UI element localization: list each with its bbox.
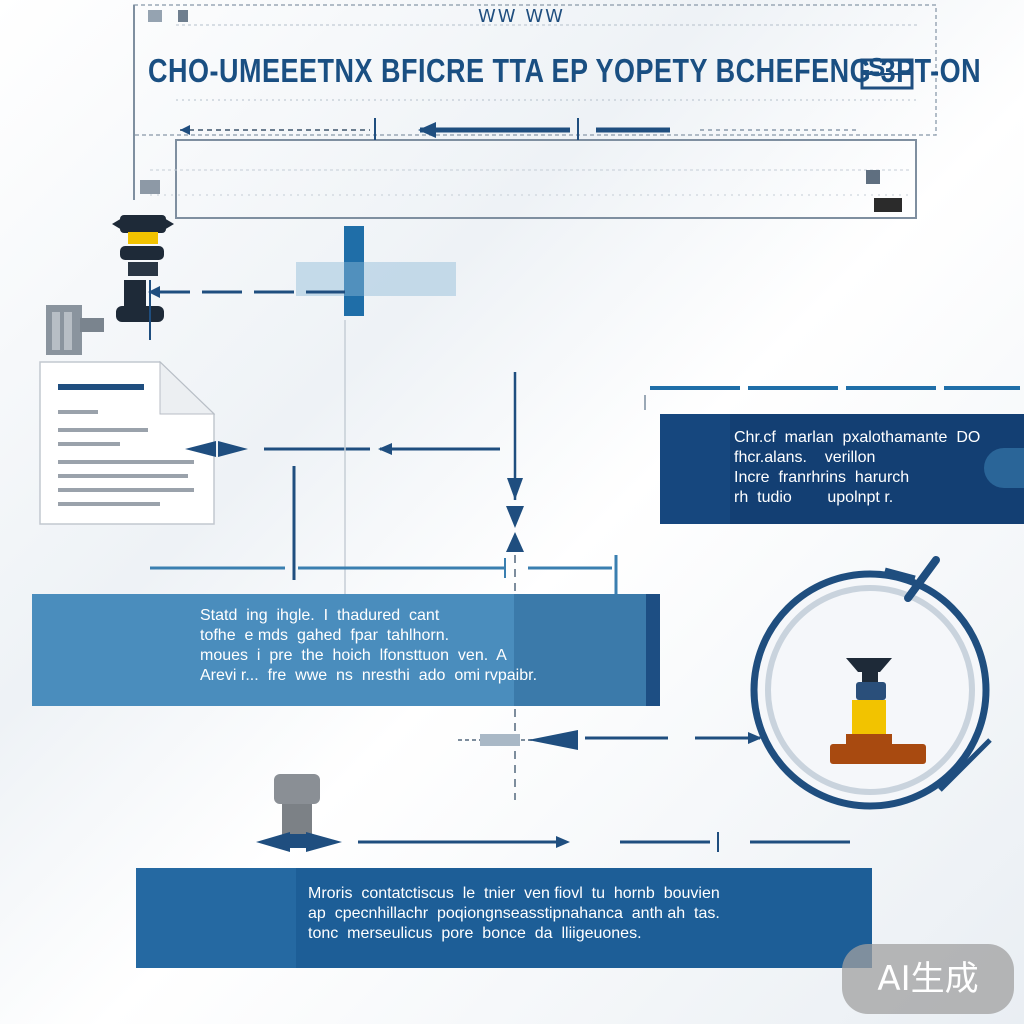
ai-watermark-badge: AI生成 [842, 944, 1014, 1014]
header-badge: S [868, 52, 886, 82]
header-subframe [175, 139, 917, 219]
header-tick-marks: WW WW [478, 6, 565, 27]
chip-icon [148, 10, 162, 22]
chip-icon [178, 10, 188, 22]
document-icon [39, 360, 216, 525]
chip-icon [866, 170, 880, 184]
page-title: CHO-UMEEETNX BFICRE TTA EP YOPETY BCHEFE… [148, 52, 982, 90]
chip-icon [874, 198, 902, 212]
connector-glow [296, 262, 456, 296]
info-panel-top-right: Chr.cf marlan pxalothamante DO fhcr.alan… [660, 414, 1024, 524]
info-panel-text: Chr.cf marlan pxalothamante DO fhcr.alan… [734, 429, 981, 506]
valve-circle-icon [750, 556, 992, 810]
valve-icon [112, 215, 174, 340]
machine-icon [46, 305, 104, 355]
connector-bar [344, 226, 364, 316]
info-panel-text: Statd ing ihgle. I thadured cant tofhe e… [200, 607, 538, 684]
chip-icon [140, 180, 160, 194]
info-panel-bottom: Mroris contatctiscus le tnier ven fiovl … [136, 868, 872, 968]
info-panel-text: Mroris contatctiscus le tnier ven fiovl … [308, 885, 720, 942]
info-panel-middle: Statd ing ihgle. I thadured cant tofhe e… [32, 594, 660, 706]
valve-icon [256, 774, 342, 852]
